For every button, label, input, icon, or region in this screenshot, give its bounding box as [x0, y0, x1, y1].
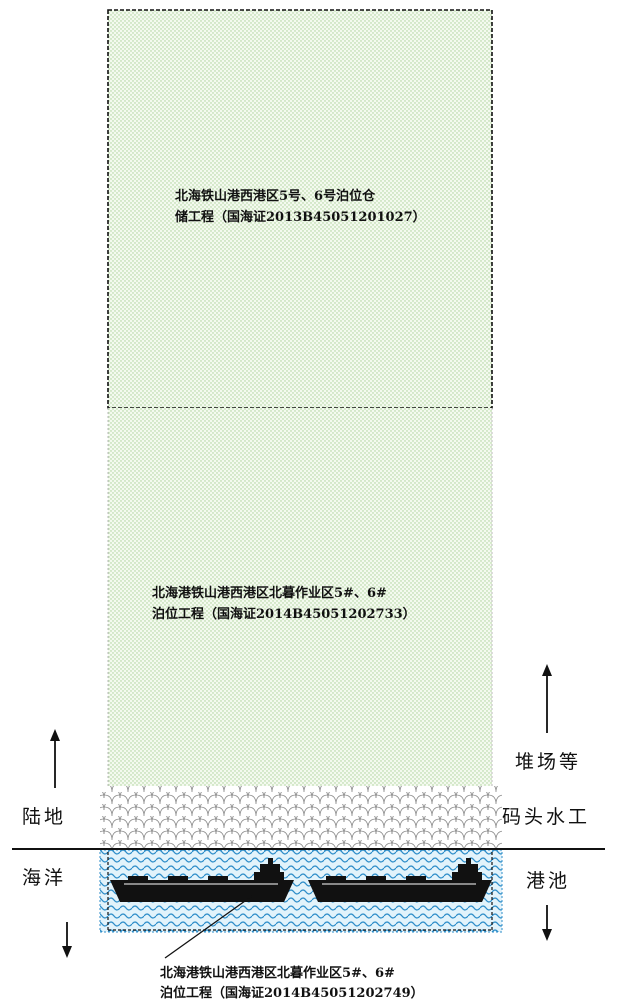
storage-label-line2: 储工程（国海证2013B45051201027） — [174, 209, 426, 225]
wharf-label: 码头水工 — [502, 806, 590, 828]
ship-icon — [110, 858, 294, 902]
ship-icon — [308, 858, 492, 902]
sea-label: 海洋 — [22, 867, 66, 889]
sea-area-label-line2: 泊位工程（国海证2014B45051202749） — [160, 985, 424, 1001]
berth-land-label-line2: 泊位工程（国海证2014B45051202733） — [152, 606, 416, 622]
arrow-down-icon — [542, 905, 552, 941]
berth-land-label-line1: 北海港铁山港西港区北暮作业区5#、6# — [152, 585, 387, 601]
berth-land-area: 北海港铁山港西港区北暮作业区5#、6# 泊位工程（国海证2014B4505120… — [107, 408, 493, 786]
storage-area: 北海铁山港西港区5号、6号泊位仓 储工程（国海证2013B45051201027… — [107, 9, 493, 409]
yard-label: 堆场等 — [515, 751, 581, 773]
arrow-up-icon — [50, 729, 60, 788]
land-label: 陆地 — [22, 806, 66, 828]
wharf-structure-area — [100, 786, 502, 848]
leader-line — [164, 895, 253, 959]
arrow-up-icon — [542, 664, 552, 733]
arrow-down-icon — [62, 922, 72, 958]
basin-label: 港池 — [526, 870, 570, 892]
sea-area-label-line1: 北海港铁山港西港区北暮作业区5#、6# — [160, 965, 395, 981]
storage-label-line1: 北海铁山港西港区5号、6号泊位仓 — [175, 188, 376, 204]
